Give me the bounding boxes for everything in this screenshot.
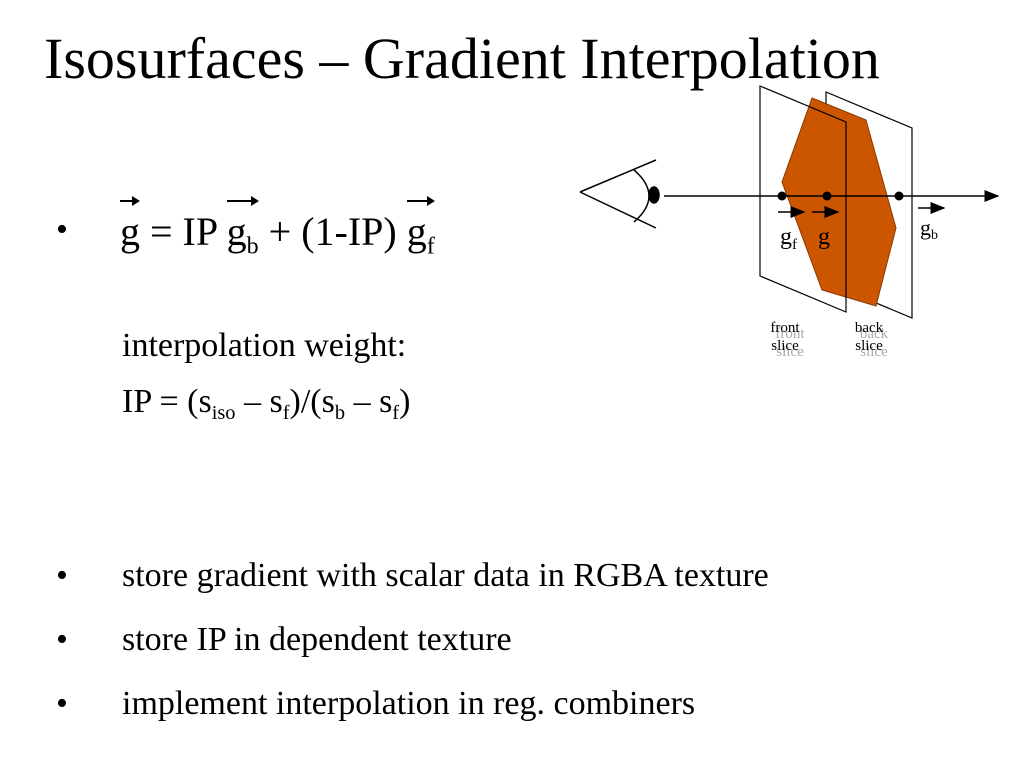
interpolation-weight-formula: IP = (siso – sf)/(sb – sf) [122,383,411,425]
gradient-formula: g = IP gb + (1-IP) gf [120,196,435,260]
front-slice-plane [759,85,847,313]
vector-g-b: gb [226,196,259,260]
formula-plus-term: + (1-IP) [268,209,397,254]
label-gb: gb [920,215,938,243]
bullet-item: store gradient with scalar data in RGBA … [122,557,769,594]
bullet-marker: • [56,557,68,594]
isosurface-shape [781,97,897,307]
interpolation-weight-label: interpolation weight: [122,327,407,364]
sample-point-mid [822,191,832,201]
eye-icon [579,159,660,229]
vector-g: g [120,196,140,254]
bullet-marker: • [56,621,68,658]
label-gf: gf [780,224,797,253]
bullet-item: store IP in dependent texture [122,621,512,658]
sample-point-back [894,191,904,201]
sample-point-front [777,191,787,201]
slide-title: Isosurfaces – Gradient Interpolation [44,26,880,91]
formula-eq-ip: = IP [150,209,217,254]
bullet-marker: • [56,211,68,248]
bullet-item: implement interpolation in reg. combiner… [122,685,696,722]
label-g: g [818,224,830,250]
bullet-marker: • [56,685,68,722]
vector-g-f: gf [406,196,435,260]
